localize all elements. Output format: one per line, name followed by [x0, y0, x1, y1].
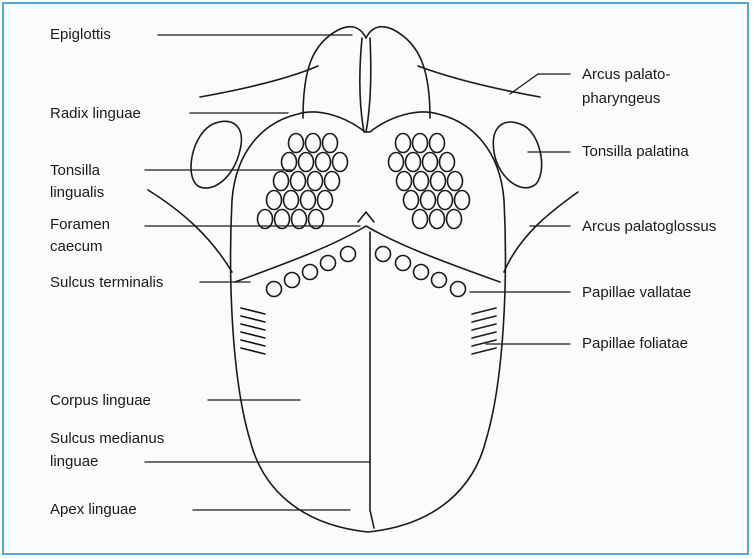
- label-apex-linguae: Apex linguae: [50, 499, 137, 521]
- label-tonsilla-lingualis-line2: lingualis: [50, 182, 104, 204]
- label-epiglottis: Epiglottis: [50, 24, 111, 46]
- arcus-palatoglossus-left: [148, 190, 232, 272]
- tongue-outline: [231, 112, 506, 532]
- label-foramen-caecum-line1: Foramen: [50, 214, 110, 236]
- tonsilla-lingualis-right: [389, 134, 470, 229]
- label-papillae-foliatae: Papillae foliatae: [582, 333, 688, 355]
- label-papillae-vallatae: Papillae vallatae: [582, 282, 691, 304]
- foramen-caecum: [358, 212, 374, 222]
- tonsilla-lingualis-left: [258, 134, 348, 229]
- label-tonsilla-palatina: Tonsilla palatina: [582, 141, 689, 163]
- label-sulcus-medianus-line2: linguae: [50, 451, 98, 473]
- label-arcus-palatopharyngeus-line2: pharyngeus: [582, 88, 660, 110]
- label-arcus-palatopharyngeus-line1: Arcus palato-: [582, 64, 670, 86]
- label-sulcus-terminalis: Sulcus terminalis: [50, 272, 163, 294]
- label-tonsilla-lingualis-line1: Tonsilla: [50, 160, 100, 182]
- papillae-foliatae-right: [472, 308, 496, 354]
- label-corpus-linguae: Corpus linguae: [50, 390, 151, 412]
- papillae-foliatae-left: [241, 308, 265, 354]
- arcus-palatopharyngeus-right: [418, 66, 540, 97]
- leader-arcus-palatopharyngeus: [510, 74, 538, 94]
- label-radix-linguae: Radix linguae: [50, 103, 141, 125]
- arcus-palatoglossus-right: [504, 192, 578, 272]
- label-arcus-palatoglossus: Arcus palatoglossus: [582, 216, 716, 238]
- label-foramen-caecum-line2: caecum: [50, 236, 103, 258]
- leader-lines: [145, 35, 570, 510]
- papillae-vallatae: [267, 247, 466, 297]
- tonsilla-palatina-left: [191, 121, 241, 188]
- label-sulcus-medianus-line1: Sulcus medianus: [50, 428, 164, 450]
- epiglottis-shape: [303, 27, 430, 132]
- sulcus-medianus: [370, 232, 374, 528]
- arcus-palatopharyngeus-left: [200, 66, 318, 97]
- sulcus-terminalis: [235, 226, 500, 282]
